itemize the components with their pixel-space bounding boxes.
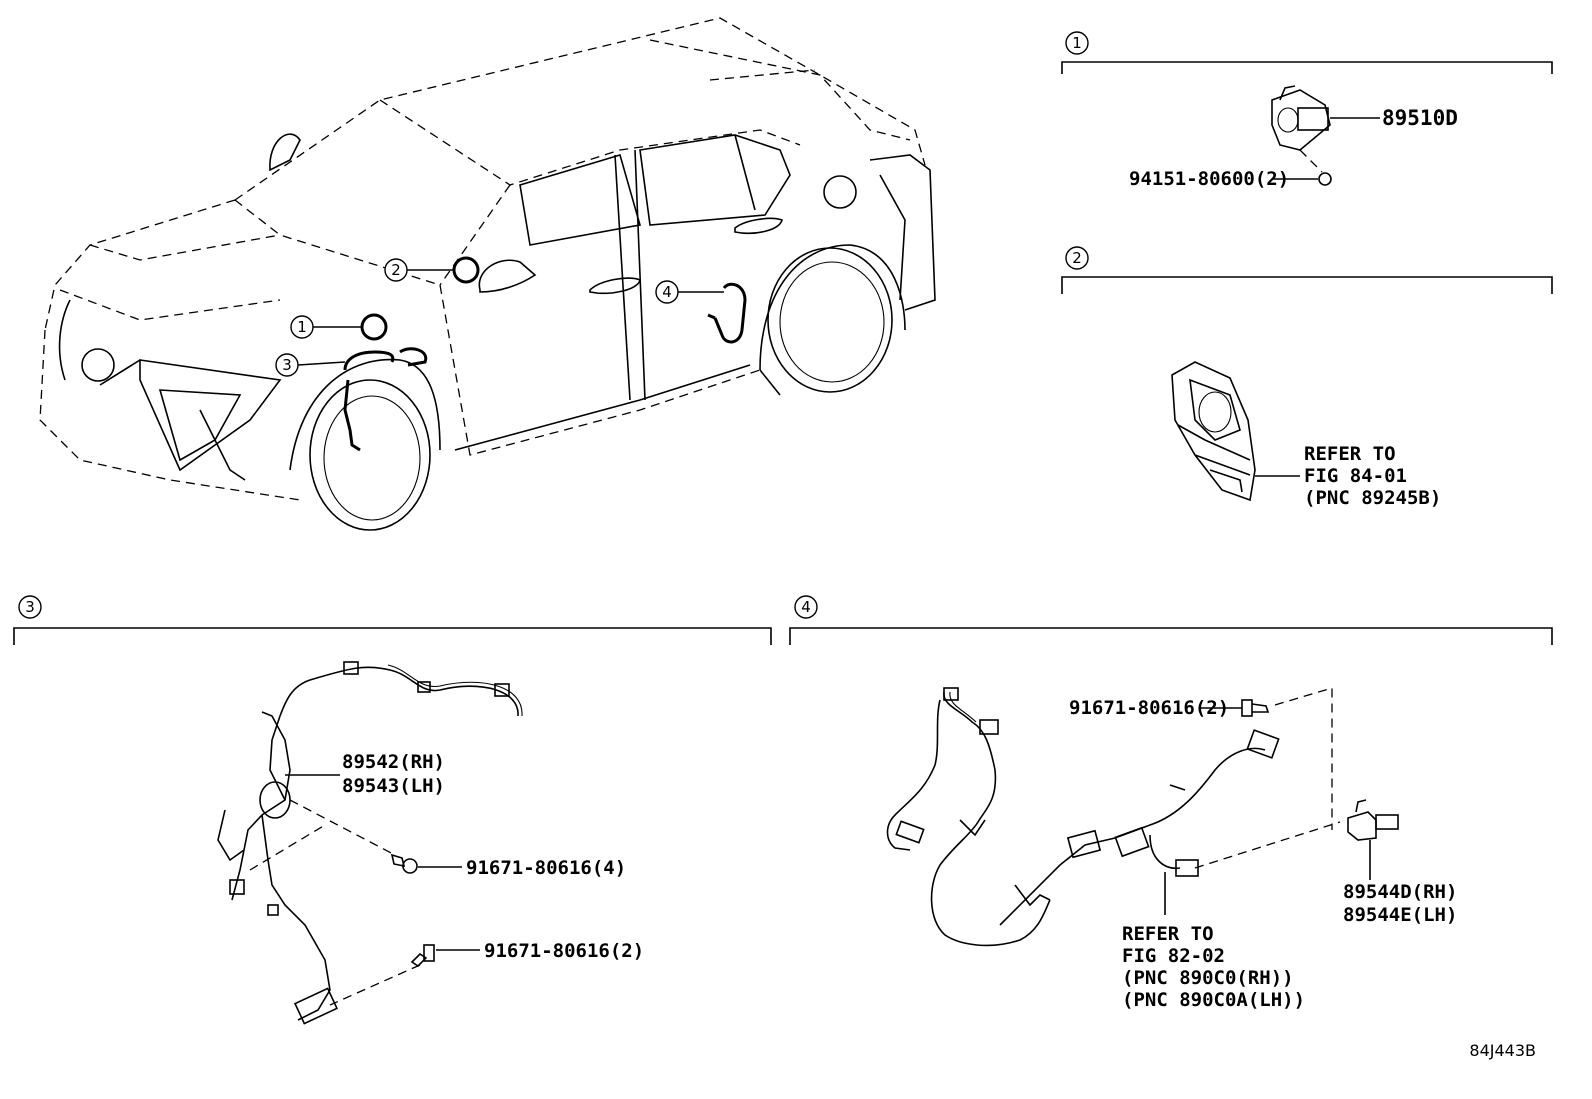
refer-line-1: REFER TO: [1304, 443, 1396, 465]
svg-text:1: 1: [1072, 34, 1082, 52]
refer-line-2: FIG 84-01: [1304, 465, 1407, 487]
part-number-89543: 89543(LH): [342, 775, 445, 797]
svg-text:2: 2: [391, 261, 401, 279]
part-number-89542: 89542(RH): [342, 751, 445, 773]
refer-line-3: (PNC 89245B): [1304, 487, 1441, 509]
callout-2: 2: [384, 258, 454, 282]
module-drawing: [1171, 361, 1256, 502]
sensor-89544-drawing: [1347, 799, 1399, 841]
harness-drawing: [886, 687, 1280, 947]
bolt-a-label: 91671-80616(4): [466, 857, 626, 879]
abs-sensor-harness-drawing: [217, 661, 523, 1025]
callout-3: 3: [275, 353, 346, 377]
bolt-label: 91671-80616(2): [1069, 697, 1229, 719]
svg-text:3: 3: [282, 356, 292, 374]
section-3: 3 89542(RH) 89543(LH) 91671-80616: [13, 595, 772, 1025]
refer4-line-3: (PNC 890C0(RH)): [1122, 967, 1294, 989]
svg-text:1: 1: [297, 318, 307, 336]
refer4-line-2: FIG 82-02: [1122, 945, 1225, 967]
part-number-89544D: 89544D(RH): [1343, 881, 1457, 903]
sensor-89510D-drawing: [1271, 85, 1331, 173]
svg-text:3: 3: [25, 598, 35, 616]
bolt-a-drawing: [390, 853, 418, 874]
part-number-89510D: 89510D: [1382, 106, 1458, 130]
bolt-b-label: 91671-80616(2): [484, 940, 644, 962]
callout-4: 4: [655, 280, 724, 304]
refer4-line-4: (PNC 890C0A(LH)): [1122, 989, 1305, 1011]
bolt-drawing: [1241, 699, 1270, 717]
part-number-89544E: 89544E(LH): [1343, 904, 1457, 926]
figure-code: 84J443B: [1469, 1041, 1536, 1060]
vehicle-illustration: [39, 17, 936, 531]
svg-text:2: 2: [1072, 249, 1082, 267]
section-4: 4 91671-80616(2): [789, 595, 1553, 1011]
callout-1: 1: [290, 315, 362, 339]
svg-text:4: 4: [662, 283, 672, 301]
svg-text:4: 4: [801, 598, 811, 616]
bolt-b-drawing: [410, 944, 435, 968]
section-2: 2 REFER TO FIG 84-01 (PNC 89245B): [1061, 246, 1553, 509]
section-1: 1 89510D 94151-80600(2): [1061, 31, 1553, 190]
refer4-line-1: REFER TO: [1122, 923, 1214, 945]
part-number-nut: 94151-80600(2): [1129, 168, 1289, 190]
